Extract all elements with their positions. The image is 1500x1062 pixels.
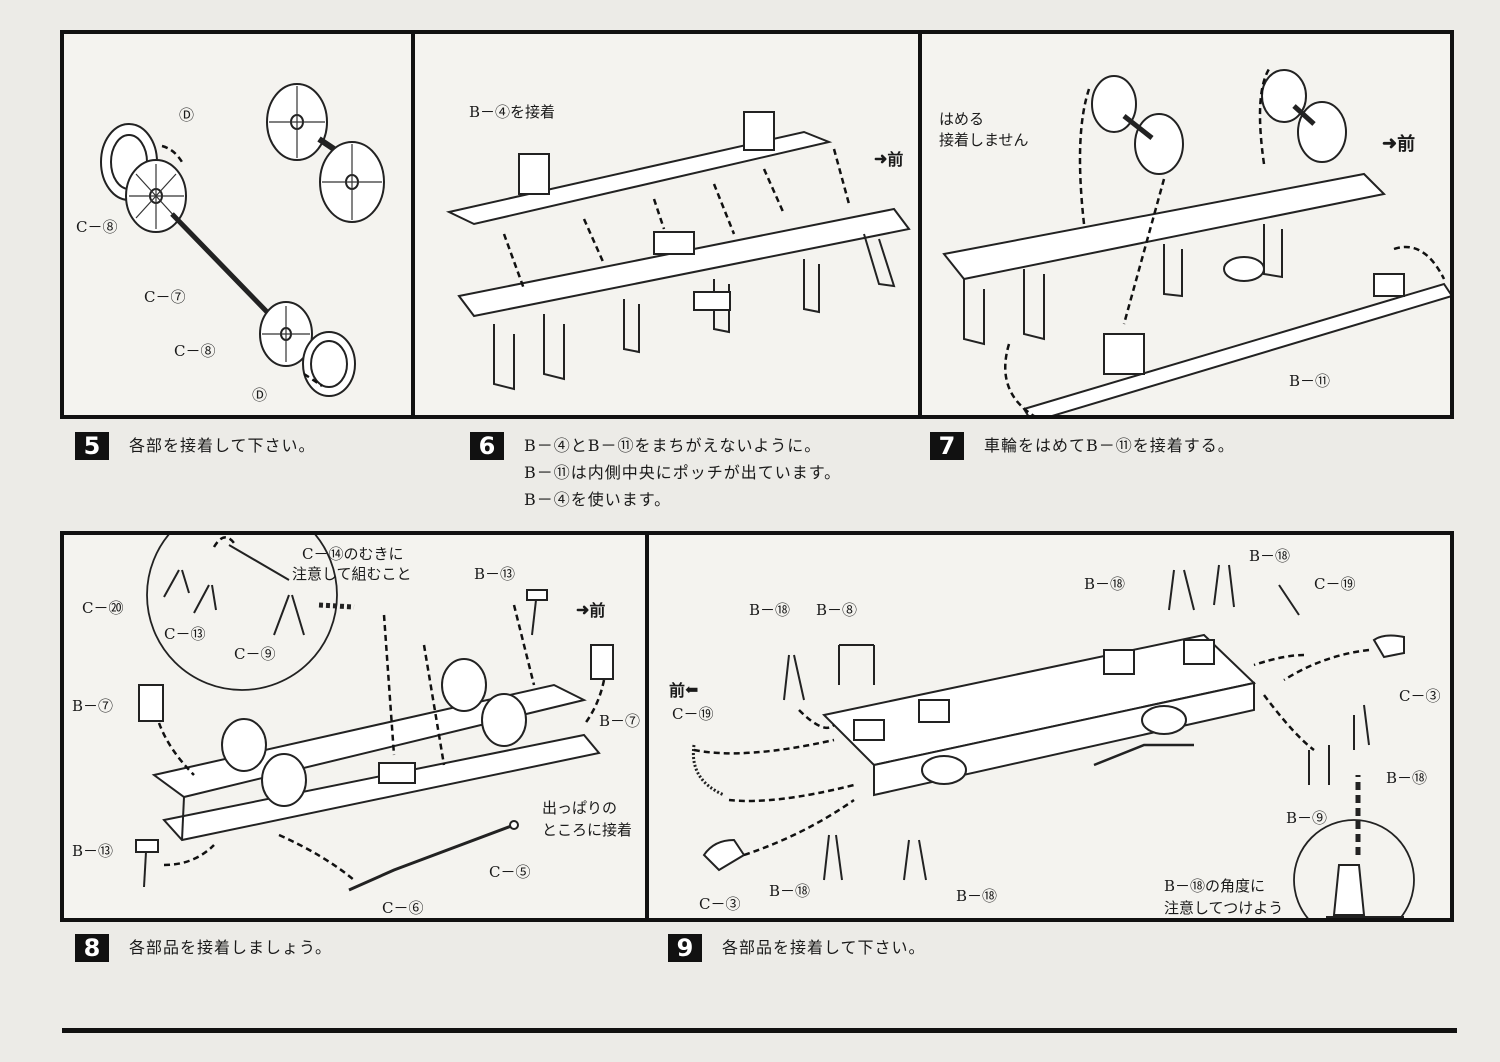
label-b18-bottom-a: B－⑱ <box>769 882 811 900</box>
bottom-panel: C－⑭のむきに 注意して組むこと C－⑳ C－⑬ C－⑨ B－⑬ ➜ 前 B－⑦… <box>60 531 1454 922</box>
front-indicator-step9: 前 ⬅ <box>669 677 698 701</box>
step-number: 9 <box>668 934 702 962</box>
front-arrow-icon: ➜ <box>874 148 888 168</box>
label-c13: C－⑬ <box>164 625 206 643</box>
label-c14-note-line2: 注意して組むこと <box>292 565 412 583</box>
label-b18-top-a: B－⑱ <box>1084 575 1126 593</box>
frame-wheels-drawing <box>942 68 1450 415</box>
label-b7-left: B－⑦ <box>72 697 114 715</box>
front-arrow-icon: ➜ <box>576 599 590 619</box>
label-angle-note-line2: 注意してつけよう <box>1164 899 1284 917</box>
label-note-line1: はめる <box>939 110 985 128</box>
label-c14-note-line1: C－⑭のむきに <box>302 545 404 563</box>
label-b8: B－⑧ <box>816 601 858 619</box>
wheelset-drawing <box>100 83 385 397</box>
label-b7-right: B－⑦ <box>599 712 641 730</box>
bottom-rule <box>62 1028 1457 1033</box>
label-b18-right: B－⑱ <box>1386 769 1428 787</box>
label-c9: C－⑨ <box>234 645 276 663</box>
label-c5: C－⑤ <box>489 863 531 881</box>
label-d-top: Ⓓ <box>179 106 195 124</box>
step-9: 9 各部品を接着して下さい。 <box>668 934 926 962</box>
label-b18-top-b: B－⑱ <box>1249 547 1291 565</box>
step-caption: 車輪をはめてB－⑪を接着する。 <box>984 436 1235 455</box>
label-b18-bottom-b: B－⑱ <box>956 887 998 905</box>
frame-exploded-drawing <box>445 111 911 391</box>
front-label: 前 <box>1397 134 1416 155</box>
label-c8-top: C－⑧ <box>76 218 118 236</box>
step-5: 5 各部を接着して下さい。 <box>75 432 316 460</box>
top-panel: Ⓓ C－⑧ C－⑦ C－⑧ Ⓓ B－④を接着 ➜ 前 はめる 接着しません B－… <box>60 30 1454 419</box>
step-number: 8 <box>75 934 109 962</box>
front-label: 前 <box>589 601 606 620</box>
step-number: 6 <box>470 432 504 460</box>
label-b18-left: B－⑱ <box>749 601 791 619</box>
front-label: 前 <box>669 681 686 700</box>
front-indicator-step7: ➜ 前 <box>1382 130 1415 156</box>
front-arrow-left-icon: ⬅ <box>685 679 699 699</box>
step-caption-line-1: B－④とB－⑪をまちがえないように。 <box>524 436 822 455</box>
label-c20: C－⑳ <box>82 599 124 617</box>
top-panel-drawings <box>100 34 1450 415</box>
label-c19-left: C－⑲ <box>672 705 714 723</box>
step-6: 6 B－④とB－⑪をまちがえないように。 B－⑪は内側中央にポッチが出ています。… <box>470 432 841 513</box>
label-c19-right: C－⑲ <box>1314 575 1356 593</box>
label-b13-top: B－⑬ <box>474 565 516 583</box>
label-protrude-line1: 出っぱりの <box>542 799 618 817</box>
step-caption: 各部品を接着しましょう。 <box>129 938 333 957</box>
label-d-bottom: Ⓓ <box>252 386 268 404</box>
step-number: 5 <box>75 432 109 460</box>
step-7: 7 車輪をはめてB－⑪を接着する。 <box>930 432 1235 460</box>
front-indicator-step6: ➜ 前 <box>874 146 903 170</box>
step-caption-line-2: B－⑪は内側中央にポッチが出ています。 <box>524 463 842 482</box>
step-8: 8 各部品を接着しましょう。 <box>75 934 332 962</box>
label-angle-note-line1: B－⑱の角度に <box>1164 877 1266 895</box>
step-caption-line-3: B－④を使います。 <box>524 490 672 509</box>
label-b4-glue: B－④を接着 <box>469 103 556 121</box>
label-c6: C－⑥ <box>382 899 424 917</box>
label-c3-right: C－③ <box>1399 687 1441 705</box>
step-caption: 各部品を接着して下さい。 <box>722 938 926 957</box>
step-number: 7 <box>930 432 964 460</box>
front-indicator-step8: ➜ 前 <box>576 597 605 621</box>
step-caption: 各部を接着して下さい。 <box>129 436 316 455</box>
brake-assembly-drawing <box>135 535 614 892</box>
label-protrude-line2: ところに接着 <box>542 821 633 839</box>
label-c8-bottom: C－⑧ <box>174 342 216 360</box>
front-label: 前 <box>887 150 904 169</box>
label-c7: C－⑦ <box>144 288 186 306</box>
label-b9: B－⑨ <box>1286 809 1328 827</box>
bottom-panel-drawings <box>135 535 1415 918</box>
label-note-line2: 接着しません <box>939 131 1029 149</box>
label-b11: B－⑪ <box>1289 372 1331 390</box>
label-b13-bottom: B－⑬ <box>72 842 114 860</box>
body-details-drawing <box>691 564 1415 918</box>
label-c3-left: C－③ <box>699 895 741 913</box>
front-arrow-icon: ➜ <box>1382 132 1398 154</box>
